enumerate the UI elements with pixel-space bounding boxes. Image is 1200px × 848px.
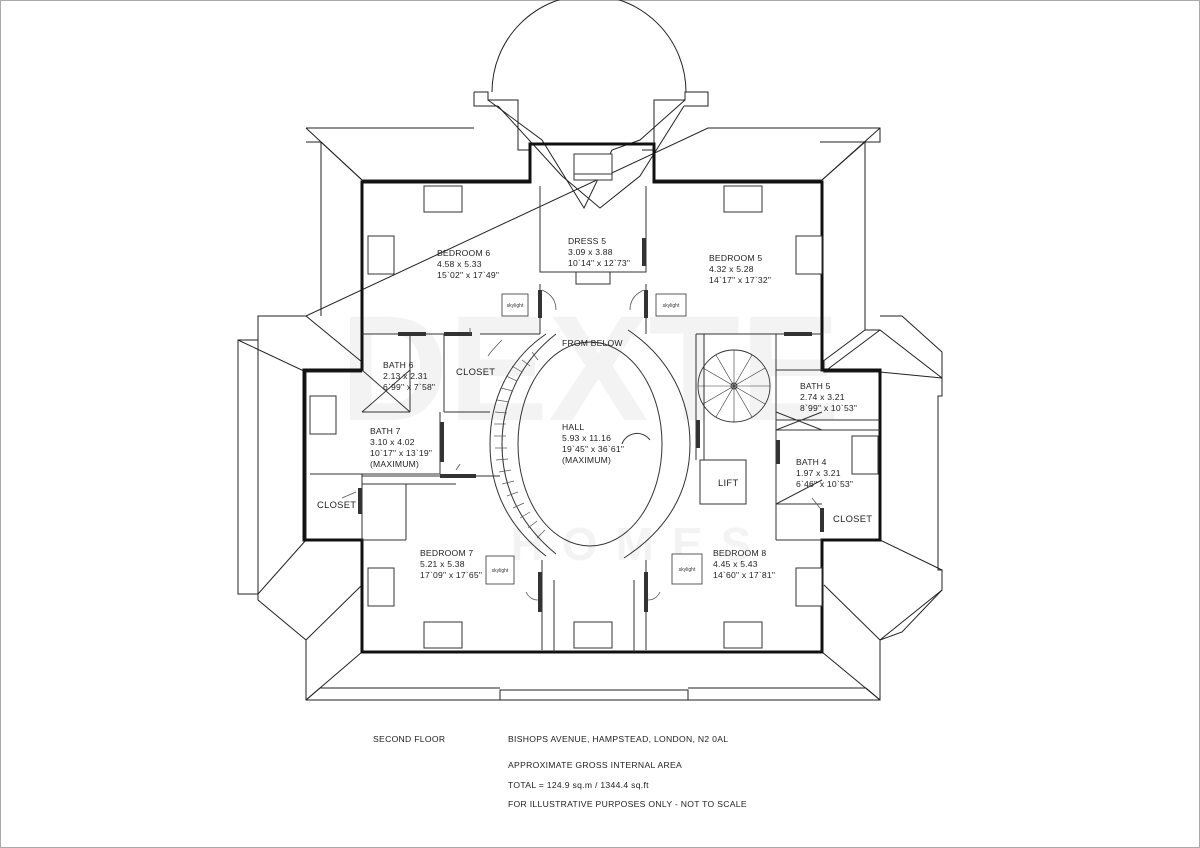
skylight-4	[671, 553, 703, 585]
svg-text:BEDROOM 7: BEDROOM 7	[420, 548, 473, 558]
svg-text:6`99" x 7`58": 6`99" x 7`58"	[383, 382, 435, 392]
svg-text:10`14" x 12`73": 10`14" x 12`73"	[568, 258, 630, 268]
svg-text:DEXTE: DEXTE	[340, 284, 840, 452]
svg-text:3.09 x 3.88: 3.09 x 3.88	[568, 247, 613, 257]
floor-label: SECOND FLOOR	[373, 734, 446, 744]
svg-text:skylight: skylight	[492, 568, 509, 574]
room-closet-c: CLOSET	[833, 513, 872, 524]
svg-text:15`02" x 17`49": 15`02" x 17`49"	[437, 270, 499, 280]
svg-text:HALL: HALL	[562, 422, 584, 432]
svg-text:1.97 x 3.21: 1.97 x 3.21	[796, 468, 841, 478]
exterior-walls	[302, 142, 882, 654]
dome-outline	[491, 0, 687, 93]
svg-text:4.45 x 5.43: 4.45 x 5.43	[713, 559, 758, 569]
room-labels: BEDROOM 6 4.58 x 5.33 15`02" x 17`49" DR…	[317, 236, 872, 580]
svg-text:2.13 x 2.31: 2.13 x 2.31	[383, 371, 428, 381]
area-title: APPROXIMATE GROSS INTERNAL AREA	[508, 760, 683, 770]
svg-text:5.93 x 11.16: 5.93 x 11.16	[562, 433, 611, 443]
disclaimer: FOR ILLUSTRATIVE PURPOSES ONLY - NOT TO …	[508, 799, 747, 809]
door-swings	[341, 289, 821, 601]
svg-text:4.32 x 5.28: 4.32 x 5.28	[709, 264, 754, 274]
skylight-2	[655, 293, 687, 317]
from-below-label: FROM BELOW	[562, 338, 623, 348]
doors	[358, 238, 824, 612]
svg-text:8`99" x 10`53": 8`99" x 10`53"	[800, 403, 857, 413]
svg-text:4.58 x 5.33: 4.58 x 5.33	[437, 259, 482, 269]
lift-label: LIFT	[718, 477, 738, 488]
svg-text:14`17" x 17`32": 14`17" x 17`32"	[709, 275, 771, 285]
watermark: DEXTE HOMES	[340, 284, 840, 570]
svg-text:14`60" x 17`81": 14`60" x 17`81"	[713, 570, 775, 580]
room-bath-6: BATH 6 2.13 x 2.31 6`99" x 7`58"	[383, 360, 435, 392]
address-label: BISHOPS AVENUE, HAMPSTEAD, LONDON, N2 0A…	[508, 734, 729, 744]
skylight-1	[501, 293, 529, 317]
room-hall: HALL 5.93 x 11.16 19`45" x 36`61" (MAXIM…	[562, 422, 624, 465]
svg-text:skylight: skylight	[507, 303, 524, 309]
room-bedroom-6: BEDROOM 6 4.58 x 5.33 15`02" x 17`49"	[437, 248, 499, 280]
svg-text:BEDROOM 8: BEDROOM 8	[713, 548, 766, 558]
roof-outline	[237, 0, 943, 701]
svg-text:HOMES: HOMES	[511, 518, 770, 570]
svg-text:19`45" x 36`61": 19`45" x 36`61"	[562, 444, 624, 454]
svg-text:BATH 6: BATH 6	[383, 360, 414, 370]
svg-text:skylight: skylight	[663, 303, 680, 309]
room-closet-b: CLOSET	[317, 499, 356, 510]
spiral-staircase	[697, 349, 771, 423]
skylights: skylight skylight skylight skylight	[485, 293, 703, 585]
svg-text:skylight: skylight	[679, 567, 696, 573]
svg-text:2.74 x 3.21: 2.74 x 3.21	[800, 392, 845, 402]
svg-text:3.10 x 4.02: 3.10 x 4.02	[370, 437, 415, 447]
room-bedroom-7: BEDROOM 7 5.21 x 5.38 17`09" x 17`65"	[420, 548, 482, 580]
svg-text:(MAXIMUM): (MAXIMUM)	[562, 455, 611, 465]
svg-text:BATH 7: BATH 7	[370, 426, 401, 436]
svg-text:5.21 x 5.38: 5.21 x 5.38	[420, 559, 465, 569]
stair-treads	[494, 351, 546, 539]
svg-text:(MAXIMUM): (MAXIMUM)	[370, 459, 419, 469]
room-dress-5: DRESS 5 3.09 x 3.88 10`14" x 12`73"	[568, 236, 630, 268]
svg-text:10`17" x 13`19": 10`17" x 13`19"	[370, 448, 432, 458]
svg-text:BEDROOM 6: BEDROOM 6	[437, 248, 490, 258]
skylight-3	[485, 555, 515, 585]
room-closet-a: CLOSET	[456, 366, 495, 377]
svg-text:BATH 5: BATH 5	[800, 381, 831, 391]
svg-text:17`09" x 17`65": 17`09" x 17`65"	[420, 570, 482, 580]
svg-text:DRESS 5: DRESS 5	[568, 236, 606, 246]
room-bedroom-5: BEDROOM 5 4.32 x 5.28 14`17" x 17`32"	[709, 253, 771, 285]
room-bath-4: BATH 4 1.97 x 3.21 6`46" x 10`53"	[796, 457, 853, 489]
svg-text:BATH 4: BATH 4	[796, 457, 827, 467]
hall-staircase	[489, 329, 691, 559]
svg-text:6`46" x 10`53": 6`46" x 10`53"	[796, 479, 853, 489]
room-bath-5: BATH 5 2.74 x 3.21 8`99" x 10`53"	[800, 381, 857, 413]
dormer-windows	[309, 153, 879, 649]
svg-text:BEDROOM 5: BEDROOM 5	[709, 253, 762, 263]
room-bedroom-8: BEDROOM 8 4.45 x 5.43 14`60" x 17`81"	[713, 548, 775, 580]
area-total: TOTAL = 124.9 sq.m / 1344.4 sq.ft	[508, 780, 649, 790]
room-bath-7: BATH 7 3.10 x 4.02 10`17" x 13`19" (MAXI…	[370, 426, 432, 469]
